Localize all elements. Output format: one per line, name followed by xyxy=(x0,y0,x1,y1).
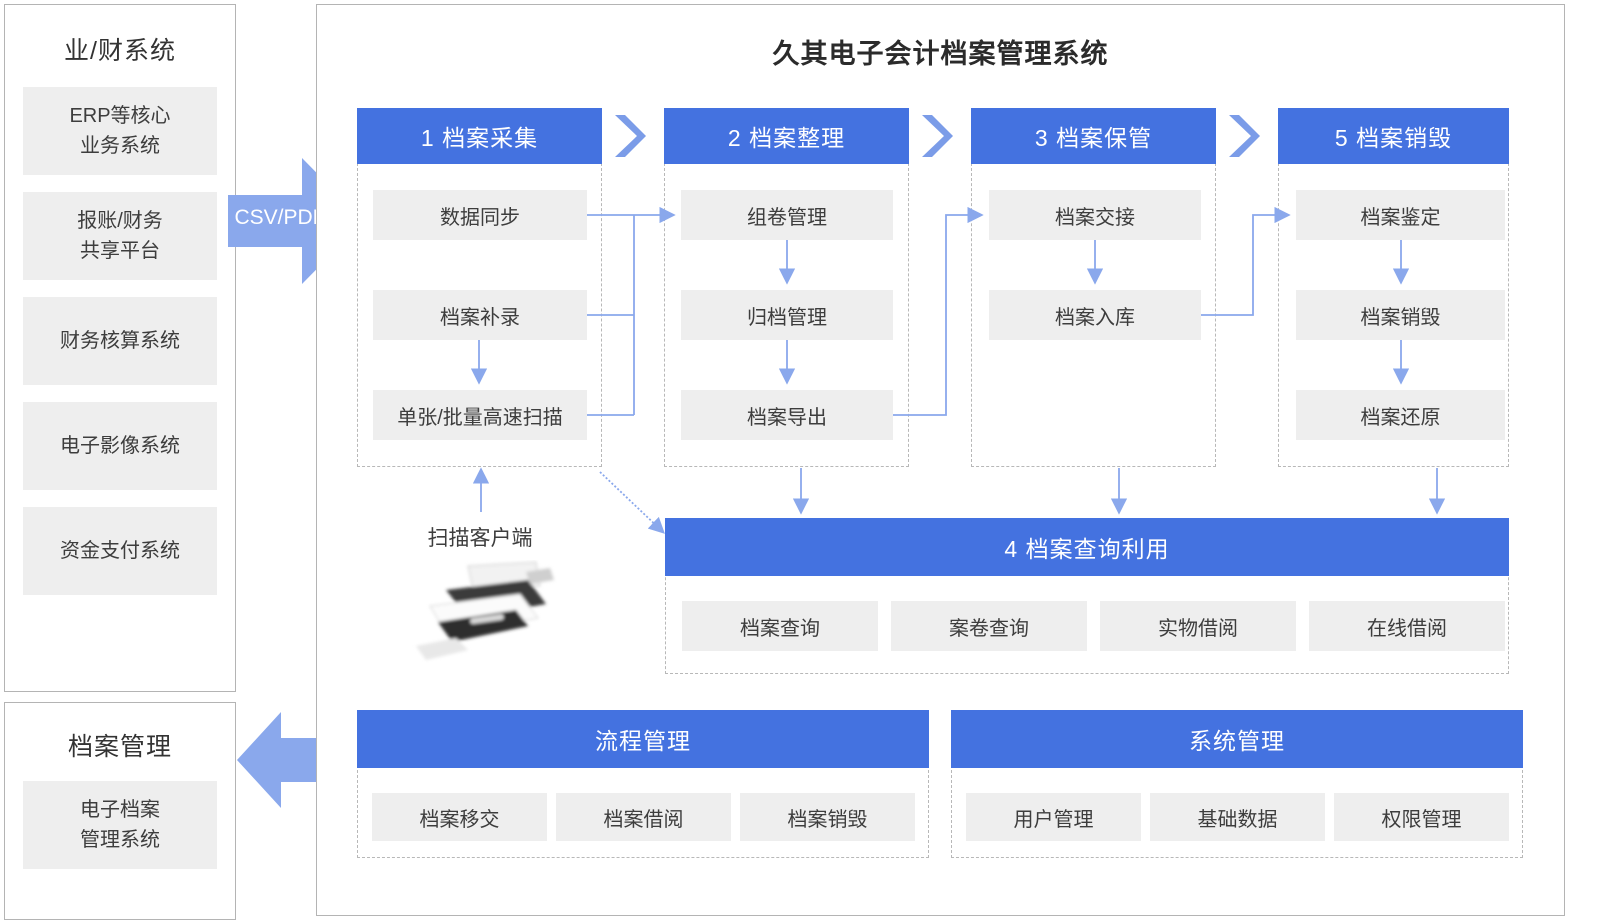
stage5-item-appraisal[interactable]: 档案鉴定 xyxy=(1296,190,1505,240)
stage3-item-storage[interactable]: 档案入库 xyxy=(989,290,1201,340)
process-item-destruction[interactable]: 档案销毁 xyxy=(740,793,915,841)
scanner-client-label: 扫描客户端 xyxy=(427,527,533,550)
stage2-item-filing-mgmt[interactable]: 归档管理 xyxy=(681,290,893,340)
system-item-erp[interactable]: ERP等核心 业务系统 xyxy=(23,87,217,175)
main-system-title: 久其电子会计档案管理系统 xyxy=(772,39,1109,69)
panel-title-business-finance: 业/财系统 xyxy=(64,37,176,65)
system-item-accounting[interactable]: 财务核算系统 xyxy=(23,297,217,385)
query-item-archive-search[interactable]: 档案查询 xyxy=(682,601,878,651)
stage1-item-supplementary[interactable]: 档案补录 xyxy=(373,290,587,340)
system-item-electronic-archive[interactable]: 电子档案 管理系统 xyxy=(23,781,217,869)
inbound-arrow-label: CSV/PDF xyxy=(234,206,326,229)
scanner-icon xyxy=(408,560,560,672)
process-item-transfer[interactable]: 档案移交 xyxy=(372,793,547,841)
panel-archive-management: 档案管理 电子档案 管理系统 xyxy=(4,702,236,920)
stage5-item-restoration[interactable]: 档案还原 xyxy=(1296,390,1505,440)
stage5-item-destruction[interactable]: 档案销毁 xyxy=(1296,290,1505,340)
query-item-online-loan[interactable]: 在线借阅 xyxy=(1309,601,1505,651)
panel-list-business-finance: ERP等核心 业务系统 报账/财务 共享平台 财务核算系统 电子影像系统 资金支… xyxy=(5,87,235,595)
chevron-right-icon-3 xyxy=(1227,113,1261,159)
query-item-case-search[interactable]: 案卷查询 xyxy=(891,601,1087,651)
system-item-payment[interactable]: 资金支付系统 xyxy=(23,507,217,595)
query-item-physical-loan[interactable]: 实物借阅 xyxy=(1100,601,1296,651)
arrow-body xyxy=(270,738,323,782)
stage2-item-volume-mgmt[interactable]: 组卷管理 xyxy=(681,190,893,240)
process-item-borrow[interactable]: 档案借阅 xyxy=(556,793,731,841)
stage2-item-export[interactable]: 档案导出 xyxy=(681,390,893,440)
system-item-reimbursement[interactable]: 报账/财务 共享平台 xyxy=(23,192,217,280)
arrow-body xyxy=(228,195,314,247)
panel-business-finance-systems: 业/财系统 ERP等核心 业务系统 报账/财务 共享平台 财务核算系统 电子影像… xyxy=(4,4,236,692)
chevron-right-icon-1 xyxy=(613,113,647,159)
stage1-item-data-sync[interactable]: 数据同步 xyxy=(373,190,587,240)
stage-header-2[interactable]: 2 档案整理 xyxy=(664,108,909,164)
stage-header-3[interactable]: 3 档案保管 xyxy=(971,108,1216,164)
stage-header-5[interactable]: 5 档案销毁 xyxy=(1278,108,1509,164)
stage-header-1[interactable]: 1 档案采集 xyxy=(357,108,602,164)
stage3-item-handover[interactable]: 档案交接 xyxy=(989,190,1201,240)
panel-title-archive-management: 档案管理 xyxy=(67,733,172,761)
process-section-header[interactable]: 流程管理 xyxy=(357,710,929,768)
system-section-body xyxy=(951,710,1523,858)
query-section-body xyxy=(665,518,1509,674)
system-item-base-data[interactable]: 基础数据 xyxy=(1150,793,1325,841)
system-section-header[interactable]: 系统管理 xyxy=(951,710,1523,768)
process-section-body xyxy=(357,710,929,858)
outbound-archive-arrow xyxy=(237,712,323,808)
system-item-imaging[interactable]: 电子影像系统 xyxy=(23,402,217,490)
panel-list-archive-management: 电子档案 管理系统 xyxy=(5,781,235,869)
query-section-header[interactable]: 4 档案查询利用 xyxy=(665,518,1509,576)
chevron-right-icon-2 xyxy=(920,113,954,159)
system-item-user-mgmt[interactable]: 用户管理 xyxy=(966,793,1141,841)
system-item-permission-mgmt[interactable]: 权限管理 xyxy=(1334,793,1509,841)
stage1-item-scan[interactable]: 单张/批量高速扫描 xyxy=(373,390,587,440)
